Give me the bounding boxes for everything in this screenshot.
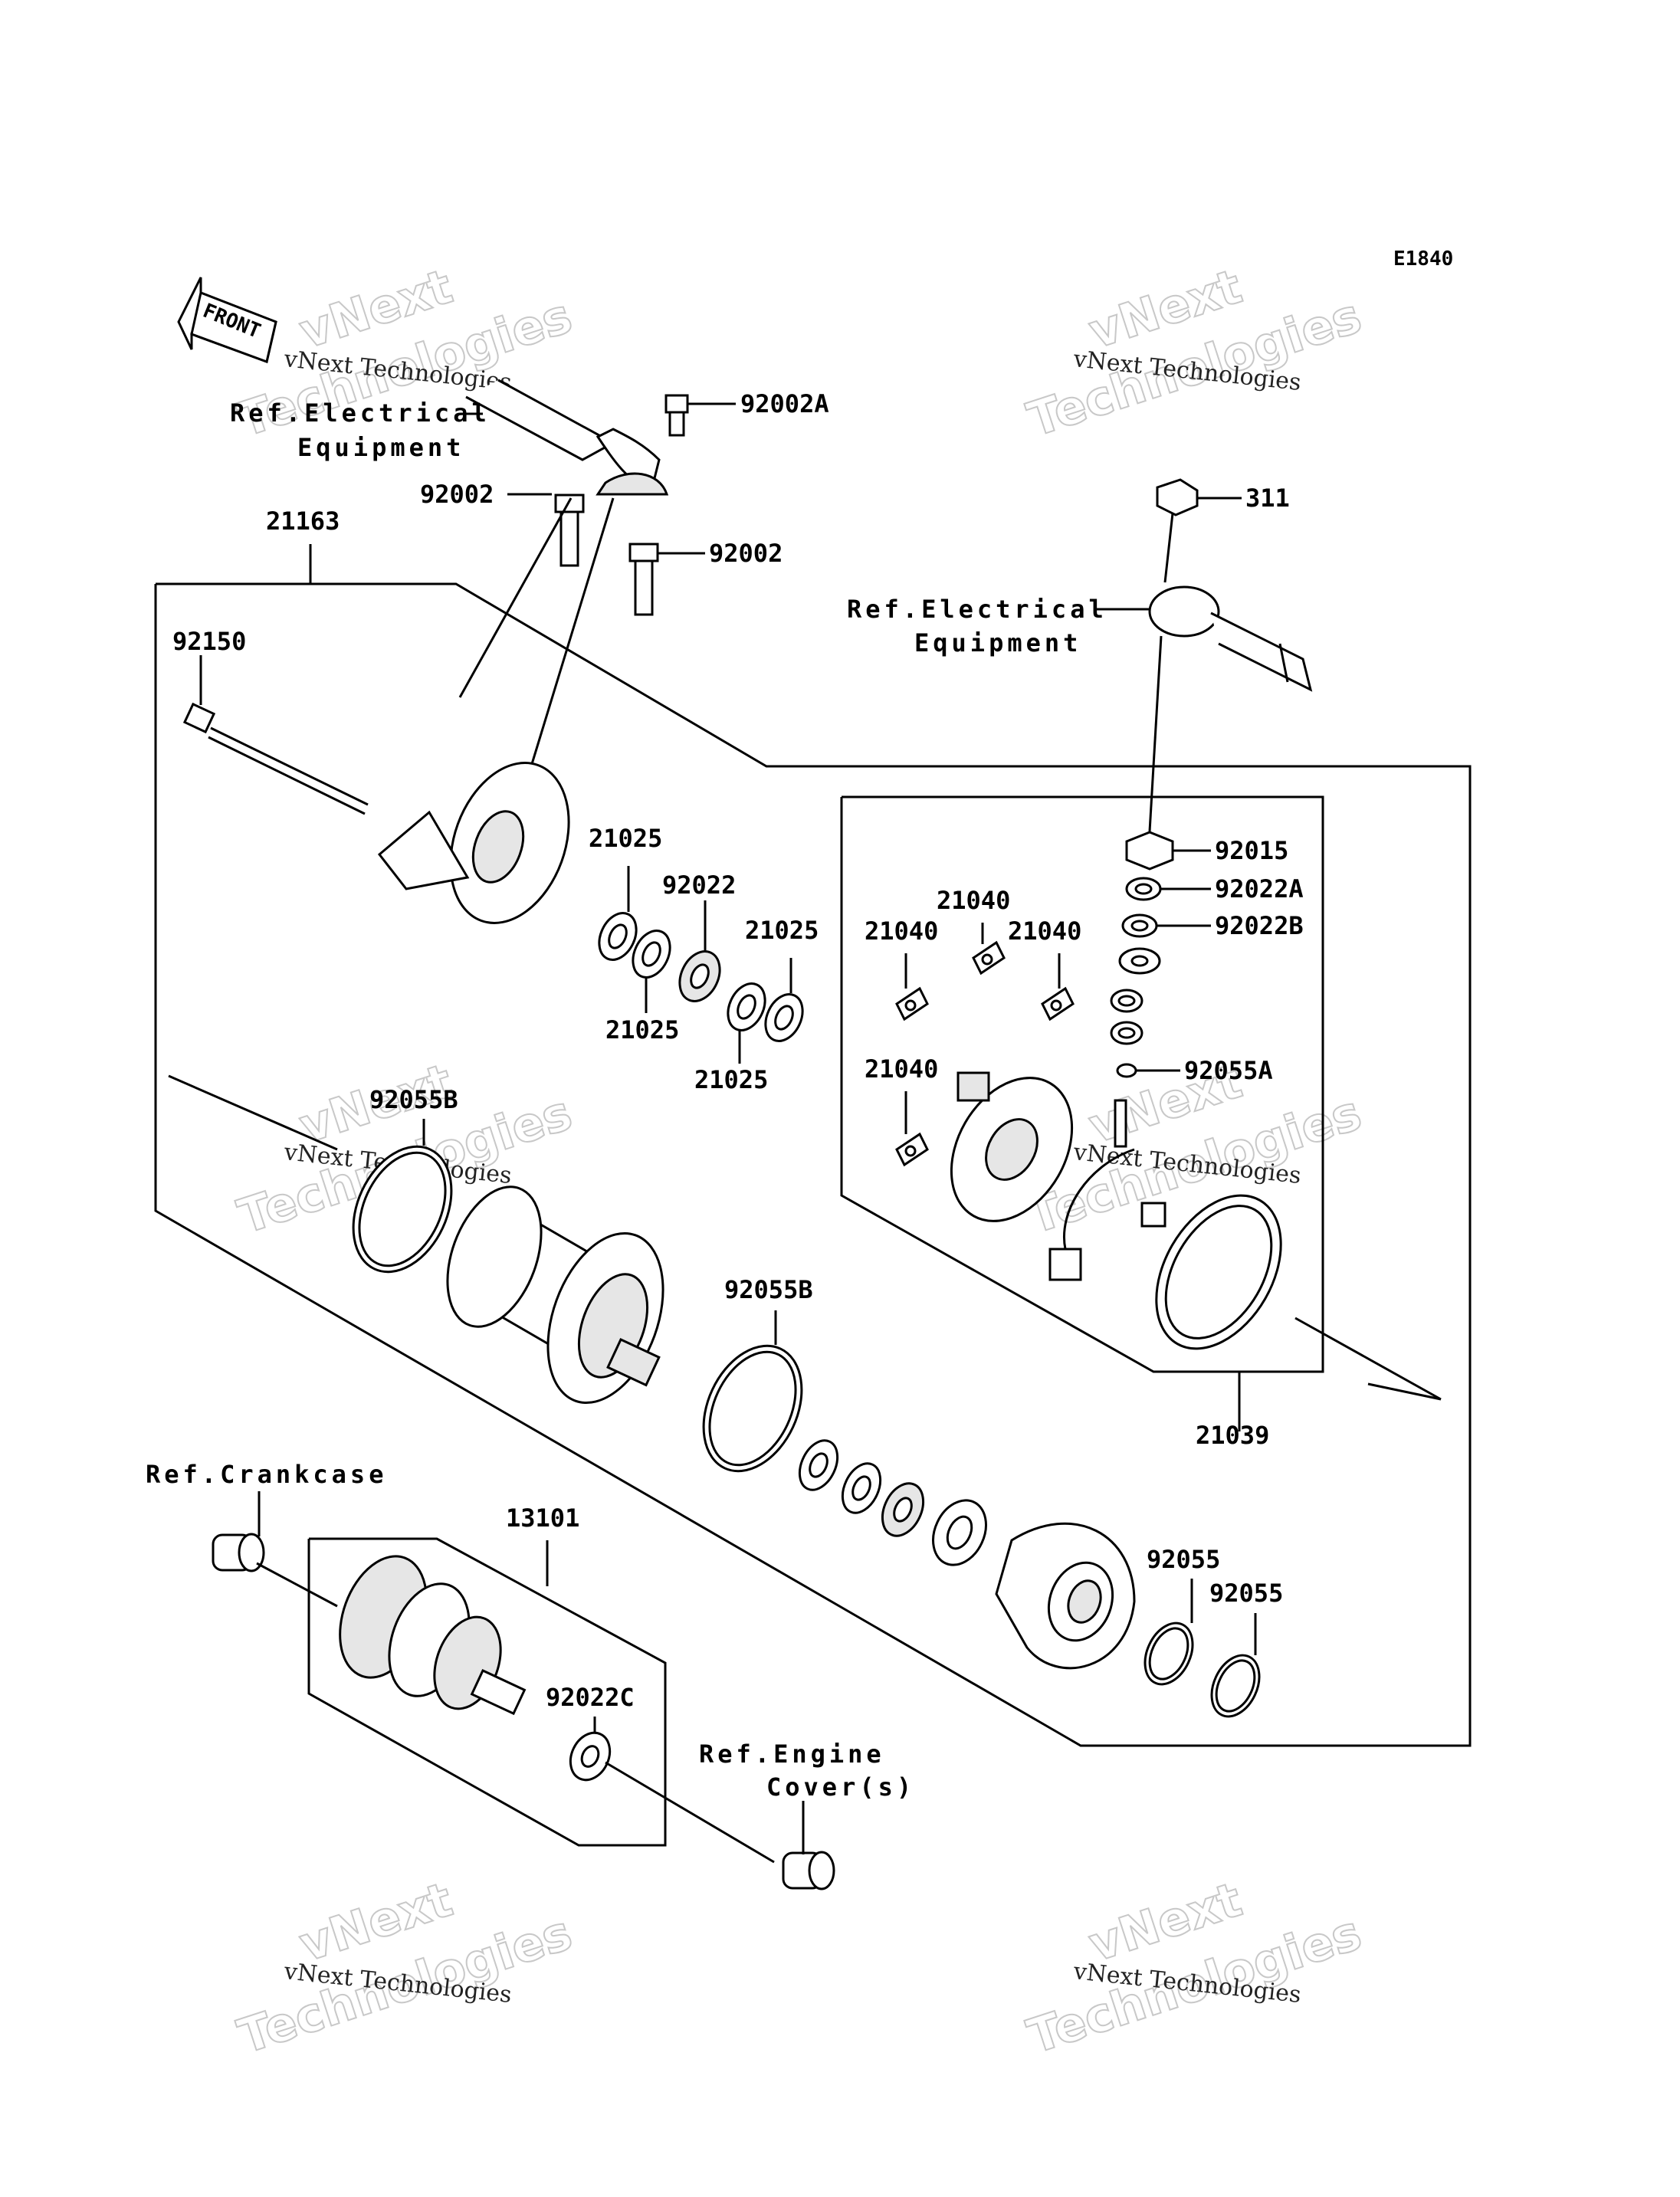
- label-21040-d: 21040: [865, 1054, 938, 1084]
- label-13101: 13101: [506, 1503, 579, 1533]
- ref-electrical-right-2: Equipment: [914, 628, 1081, 657]
- motor-yoke-part: [446, 1185, 664, 1405]
- long-bolt-92150: [182, 702, 369, 815]
- label-21040-b: 21040: [865, 917, 938, 946]
- ref-crankcase: Ref.Crankcase: [146, 1460, 387, 1489]
- label-92002-a: 92002: [420, 480, 494, 509]
- ref-electrical-left-2: Equipment: [297, 433, 464, 462]
- label-21039: 21039: [1196, 1421, 1269, 1450]
- leaders: [199, 402, 1257, 1733]
- watermark-bottom-right: vNext Technologies vNext Technologies: [1020, 1871, 1369, 2065]
- label-92055B-a: 92055B: [369, 1085, 458, 1114]
- washer-right-4: [1110, 989, 1144, 1013]
- label-21025-d: 21025: [694, 1065, 768, 1094]
- assembly-outline-21163: [154, 582, 1472, 1747]
- washer-92022A: [1125, 877, 1162, 901]
- nut-311: [1156, 478, 1199, 516]
- brush-spring-21040-a: [895, 986, 929, 1021]
- label-92055A: 92055A: [1184, 1056, 1273, 1085]
- ref-engine-cover-1: Ref.Engine: [699, 1740, 885, 1769]
- assembly-outline-13101: [307, 1537, 667, 1847]
- ref-electrical-right-1: Ref.Electrical: [847, 595, 1107, 624]
- label-21025-a: 21025: [589, 824, 662, 853]
- ref-engine-cover-2: Cover(s): [766, 1772, 915, 1802]
- label-92055-a: 92055: [1147, 1545, 1220, 1574]
- brush-plate-part: [950, 1071, 1074, 1222]
- assembly-outline-21039: [840, 795, 1324, 1431]
- bolt-92002-b: [628, 543, 659, 616]
- starter-clutch-part: [339, 1555, 527, 1716]
- washer-92022C: [569, 1731, 612, 1782]
- label-311: 311: [1245, 484, 1290, 513]
- washer-right-3: [1118, 947, 1161, 975]
- bolt-92002A: [664, 394, 689, 437]
- rear-cover-part: [995, 1522, 1136, 1670]
- label-92022: 92022: [662, 871, 736, 900]
- label-92150: 92150: [172, 627, 246, 656]
- washer-92022: [678, 950, 721, 1002]
- label-21040-a: 21040: [937, 886, 1010, 915]
- label-92015: 92015: [1215, 836, 1288, 865]
- label-92002A: 92002A: [740, 389, 829, 418]
- washers-lower-row: [798, 1439, 987, 1566]
- brush-spring-21040-d: [895, 1132, 929, 1167]
- front-arrow-icon: FRONT: [177, 277, 277, 363]
- label-21040-c: 21040: [1008, 917, 1081, 946]
- brush-holder-ring-part: [1155, 1194, 1282, 1350]
- washer-21025-c: [727, 982, 766, 1031]
- washer-21025-a: [598, 912, 638, 961]
- cable-right: [1148, 585, 1313, 692]
- label-92002-b: 92002: [709, 539, 783, 568]
- bushing-engine-cover: [782, 1851, 835, 1890]
- watermark-top-right: vNext Technologies vNext Technologies: [1020, 257, 1369, 448]
- watermark-bottom-left: vNext Technologies vNext Technologies: [231, 1871, 579, 2065]
- label-92022C: 92022C: [546, 1683, 635, 1712]
- reference-labels: Ref.Electrical Equipment Ref.Electrical …: [146, 398, 1107, 1802]
- part-labels: 92002A 92002 92002 21163 92150 311 92015…: [172, 389, 1304, 1712]
- brush-lead-part: [1048, 1099, 1166, 1281]
- o-ring-92055-b: [1210, 1654, 1261, 1718]
- front-cover-part: [377, 497, 615, 924]
- o-ring-92055A: [1116, 1063, 1137, 1078]
- bolt-92002-a: [554, 494, 585, 567]
- o-ring-92055B-a: [352, 1145, 453, 1274]
- brush-spring-21040-c: [1041, 986, 1075, 1021]
- nut-92015: [1125, 831, 1174, 871]
- washer-21025-d: [764, 993, 804, 1042]
- bushing-crankcase: [212, 1533, 265, 1572]
- washer-right-5: [1110, 1021, 1144, 1045]
- ref-electrical-left-1: Ref.Electrical: [230, 398, 491, 428]
- cable-left: [465, 379, 669, 496]
- label-92055-b: 92055: [1209, 1579, 1283, 1608]
- washer-92022B: [1121, 913, 1158, 938]
- o-ring-92055-a: [1144, 1622, 1194, 1686]
- label-21163: 21163: [266, 507, 340, 536]
- label-21025-b: 21025: [745, 916, 819, 945]
- label-92022B: 92022B: [1215, 911, 1304, 940]
- washer-21025-b: [632, 930, 671, 979]
- label-21025-c: 21025: [605, 1015, 679, 1044]
- o-ring-92055B-b: [702, 1344, 803, 1473]
- diagram-code: E1840: [1393, 248, 1453, 271]
- label-92055B-b: 92055B: [724, 1275, 813, 1304]
- label-92022A: 92022A: [1215, 874, 1304, 903]
- brush-spring-21040-b: [972, 940, 1006, 976]
